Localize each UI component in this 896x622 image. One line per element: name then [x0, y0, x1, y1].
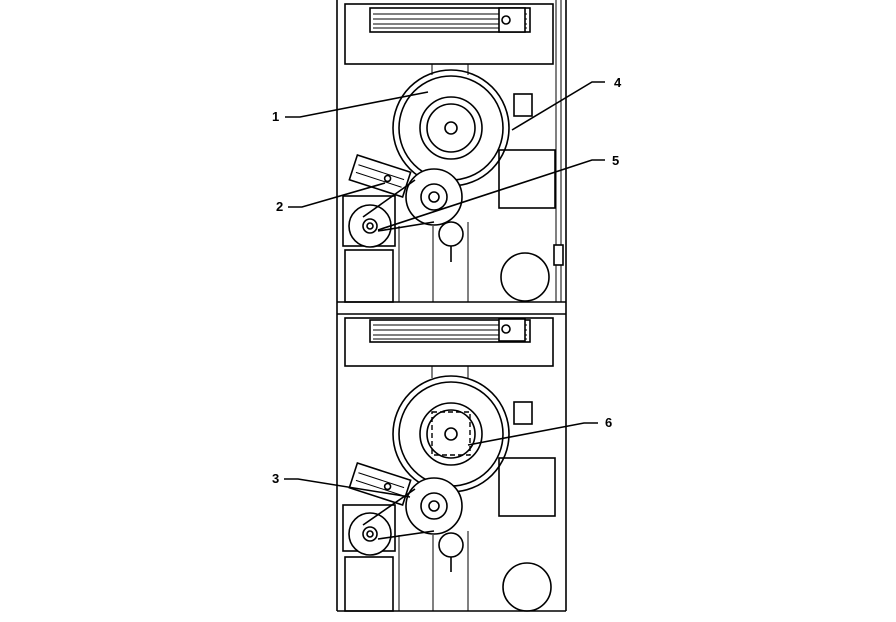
callout-3: 3 [272, 471, 279, 486]
lower-pinch-roller [405, 477, 463, 535]
upper-indicator-window [513, 93, 533, 117]
lower-round-port [502, 562, 552, 612]
lower-knob [438, 532, 464, 558]
callout-5: 5 [612, 153, 619, 168]
callout-2: 2 [276, 199, 283, 214]
upper-unit [342, 3, 556, 303]
upper-tension-arm [348, 153, 412, 199]
upper-lower-left-box [344, 249, 394, 303]
lower-carriage-housing [344, 317, 554, 367]
upper-carriage-rail [369, 7, 531, 33]
upper-knob [438, 221, 464, 247]
callout-1: 1 [272, 109, 279, 124]
side-latch [553, 244, 564, 266]
lower-main-drum [392, 375, 510, 493]
lower-drive-pulley [348, 512, 392, 556]
lower-drum-hub-marker [431, 411, 471, 456]
callout-6: 6 [605, 415, 612, 430]
upper-side-panel [498, 149, 556, 209]
lower-unit [342, 317, 556, 612]
upper-pinch-roller [405, 168, 463, 226]
upper-carriage-housing [344, 3, 554, 65]
lower-side-panel [498, 457, 556, 517]
lower-lower-left-box [344, 556, 394, 612]
lower-indicator-window [513, 401, 533, 425]
callout-4: 4 [614, 75, 622, 90]
lower-carriage-rail [369, 319, 531, 343]
upper-main-drum [392, 69, 510, 187]
callout-leaders [284, 81, 605, 498]
upper-round-port [500, 252, 550, 302]
